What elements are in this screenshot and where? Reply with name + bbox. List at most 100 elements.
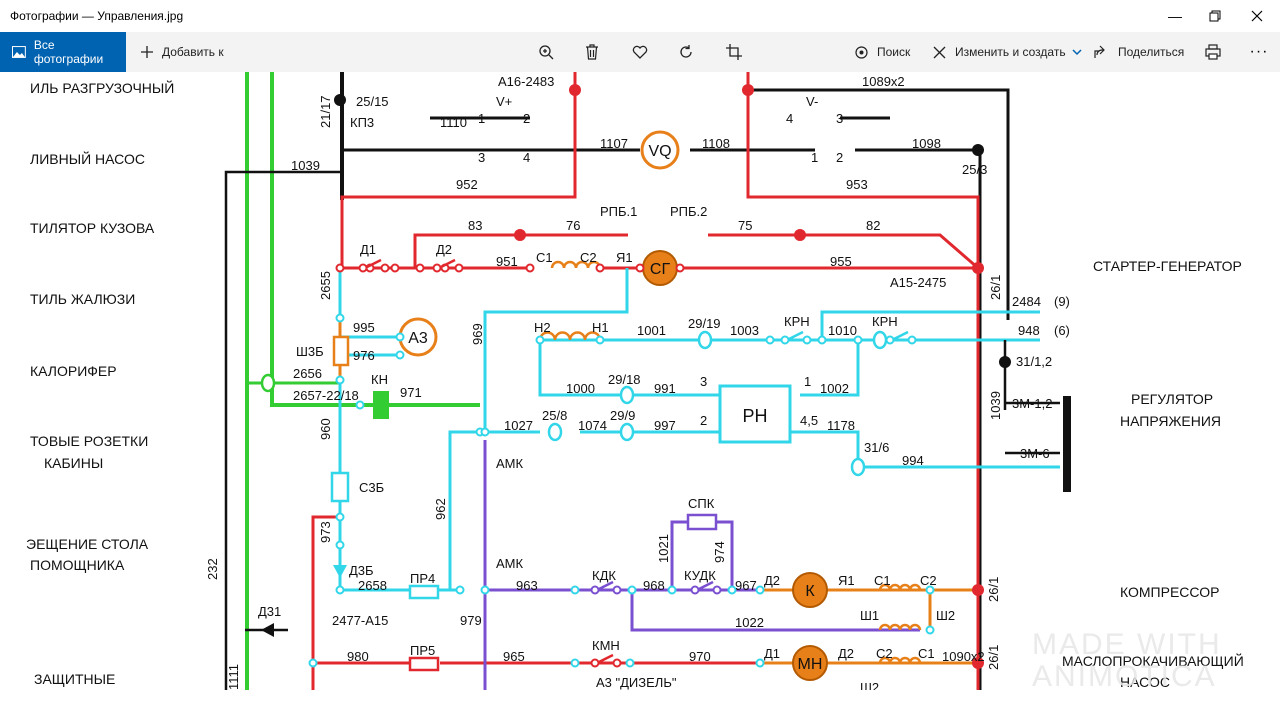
node-dot — [514, 229, 526, 241]
terminal — [355, 400, 365, 410]
right-label-oil-pump: МАСЛОПРОКАЧИВАЮЩИЙ — [1062, 653, 1244, 669]
wire-label: 991 — [654, 381, 676, 396]
wire-label: 26/1 — [986, 645, 1001, 670]
diode — [261, 623, 274, 637]
wire-label: 2477-А15 — [332, 613, 388, 628]
wire — [270, 72, 480, 407]
terminal — [667, 585, 677, 595]
terminal — [925, 625, 935, 635]
device-label: 2 — [836, 150, 843, 165]
coil — [878, 623, 922, 631]
device-label: КРН — [872, 314, 898, 329]
device-label: V- — [806, 94, 818, 109]
delete-button[interactable] — [577, 32, 607, 72]
terminal — [335, 263, 345, 273]
wire-label: 1111 — [226, 664, 241, 690]
wire-label: 2656 — [293, 366, 322, 381]
edit-create-label: Изменить и создать — [955, 45, 1066, 59]
machine-circle — [792, 572, 828, 608]
wire — [224, 170, 342, 690]
device-label: 2 — [523, 111, 530, 126]
rotate-button[interactable] — [671, 32, 701, 72]
left-label-7: КАБИНЫ — [44, 455, 104, 471]
edit-create-button[interactable]: Изменить и создать — [932, 32, 1090, 72]
wire-label: 2484 — [1012, 294, 1041, 309]
wire-label: 31/1,2 — [1016, 354, 1052, 369]
wire-label: 951 — [496, 254, 518, 269]
wire-label: 953 — [846, 177, 868, 192]
wire — [448, 430, 540, 590]
minimize-icon: — — [1168, 8, 1182, 24]
machine-label: К — [805, 583, 815, 600]
contactor-coil — [373, 391, 389, 419]
all-photos-button[interactable]: Все фотографии — [0, 32, 126, 72]
device-label: Ш1 — [860, 608, 879, 623]
wire-label: 21/17 — [318, 95, 333, 128]
wire-label: 1010 — [828, 323, 857, 338]
restore-icon — [1209, 10, 1221, 22]
wire-label: 948 — [1018, 323, 1040, 338]
terminal — [612, 658, 622, 668]
switch-contact — [364, 258, 382, 270]
wire-label: 994 — [902, 453, 924, 468]
wire-label: 1108 — [702, 136, 730, 151]
add-to-button[interactable]: Добавить к — [140, 32, 224, 72]
terminal — [335, 585, 345, 595]
terminal — [727, 585, 737, 595]
minimize-button[interactable]: — — [1152, 0, 1198, 32]
terminal — [395, 332, 405, 342]
device-label: КУДК — [684, 568, 716, 583]
wire-label: 1074 — [578, 418, 607, 433]
terminal — [454, 263, 464, 273]
print-button[interactable] — [1198, 32, 1228, 72]
node-dot — [972, 262, 984, 274]
share-button[interactable]: Поделиться — [1094, 32, 1184, 72]
zoom-button[interactable] — [531, 32, 561, 72]
search-button[interactable]: Поиск — [854, 32, 910, 72]
restore-button[interactable] — [1192, 0, 1238, 32]
favorite-button[interactable] — [625, 32, 655, 72]
device-label: Н2 — [534, 320, 551, 335]
watermark-line-2: ANIMOTICA — [1032, 660, 1217, 690]
switch-contact — [596, 580, 614, 592]
wire — [311, 515, 340, 690]
connector — [260, 373, 276, 393]
terminal-bar — [1063, 396, 1071, 492]
device-label: 2 — [700, 413, 707, 428]
more-button[interactable]: ··· — [1244, 32, 1274, 72]
left-label-4: ТИЛЬ ЖАЛЮЗИ — [30, 291, 136, 307]
device-label: РПБ.1 — [600, 204, 637, 219]
resistor — [330, 471, 350, 503]
plus-icon — [141, 46, 153, 58]
machine-label: СГ — [650, 261, 671, 278]
wire-label: 962 — [433, 498, 448, 520]
device-label: КН — [371, 372, 388, 387]
terminal — [925, 585, 935, 595]
wire-label: 1110 — [440, 115, 467, 130]
wire — [708, 233, 979, 270]
connector — [872, 330, 888, 350]
crop-button[interactable] — [719, 32, 749, 72]
wire-label: 1107 — [600, 136, 628, 151]
wire-label: 25/3 — [962, 162, 987, 177]
bottom-bar — [0, 690, 1280, 720]
close-button[interactable] — [1234, 0, 1280, 32]
close-icon — [1251, 10, 1263, 22]
terminal — [335, 375, 345, 385]
wire-label: 3М-6 — [1020, 446, 1050, 461]
coil — [550, 260, 602, 269]
left-label-3: ТИЛЯТОР КУЗОВА — [30, 220, 155, 236]
connector — [619, 422, 635, 442]
wire-label: А15-2475 — [890, 275, 946, 290]
ammeter-label: А3 — [408, 330, 428, 347]
wire-label: 2657-22/18 — [293, 388, 359, 403]
terminal — [780, 335, 790, 345]
wire-label: 995 — [353, 320, 375, 335]
device-label: С1 — [536, 250, 553, 265]
wire-label: 971 — [400, 385, 422, 400]
terminal — [755, 658, 765, 668]
voltmeter-label: VQ — [648, 143, 671, 160]
device-label: Д3Б — [349, 563, 374, 578]
terminal — [380, 263, 390, 273]
